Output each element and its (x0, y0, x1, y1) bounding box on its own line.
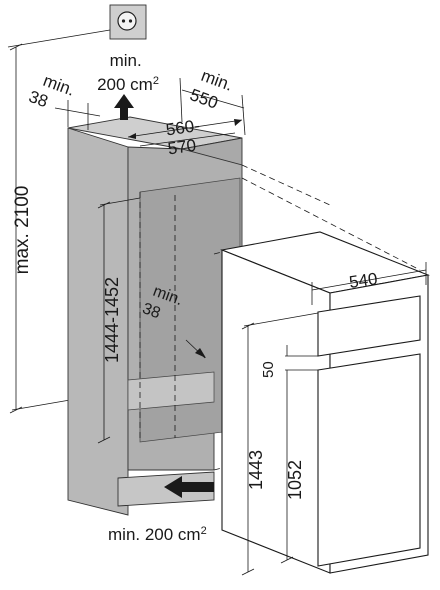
power-socket-icon (109, 4, 147, 40)
vent-bottom-label: min. 200 cm2 (108, 525, 207, 544)
depth-label: min. 550 (187, 65, 239, 118)
appliance-width-dimension (311, 262, 427, 305)
airflow-in-arrow (164, 476, 214, 498)
depth-dimension (179, 77, 246, 136)
airflow-up-arrow (114, 94, 134, 120)
inner-gap-label: min. 38 (140, 281, 189, 329)
max-height-dimension (9, 43, 71, 414)
side-gap-dimension (54, 100, 101, 130)
appliance-height-label: 1443 (246, 450, 266, 490)
appliance (220, 231, 430, 574)
niche-height-label: 1444-1452 (102, 277, 122, 363)
cabinet-niche (67, 116, 243, 516)
lower-door-height-dimension (280, 382, 294, 564)
width-label: 560- 570 (164, 115, 208, 158)
max-height-label: max. 2100 (12, 186, 33, 275)
width-dimension (127, 119, 243, 147)
lower-door (317, 353, 421, 567)
inner-gap-dimension (185, 339, 206, 359)
appliance-height-dimension (241, 312, 319, 576)
lower-door-height-label: 1052 (285, 460, 305, 500)
side-gap-label: min. 38 (26, 68, 81, 120)
door-gap-dimension (285, 345, 318, 382)
vent-top-label: min. 200 cm2 (97, 51, 159, 94)
appliance-width-label: 540 (348, 269, 379, 292)
upper-door (317, 295, 421, 357)
door-gap-label: 50 (260, 361, 277, 378)
niche-height-dimension (97, 197, 141, 444)
